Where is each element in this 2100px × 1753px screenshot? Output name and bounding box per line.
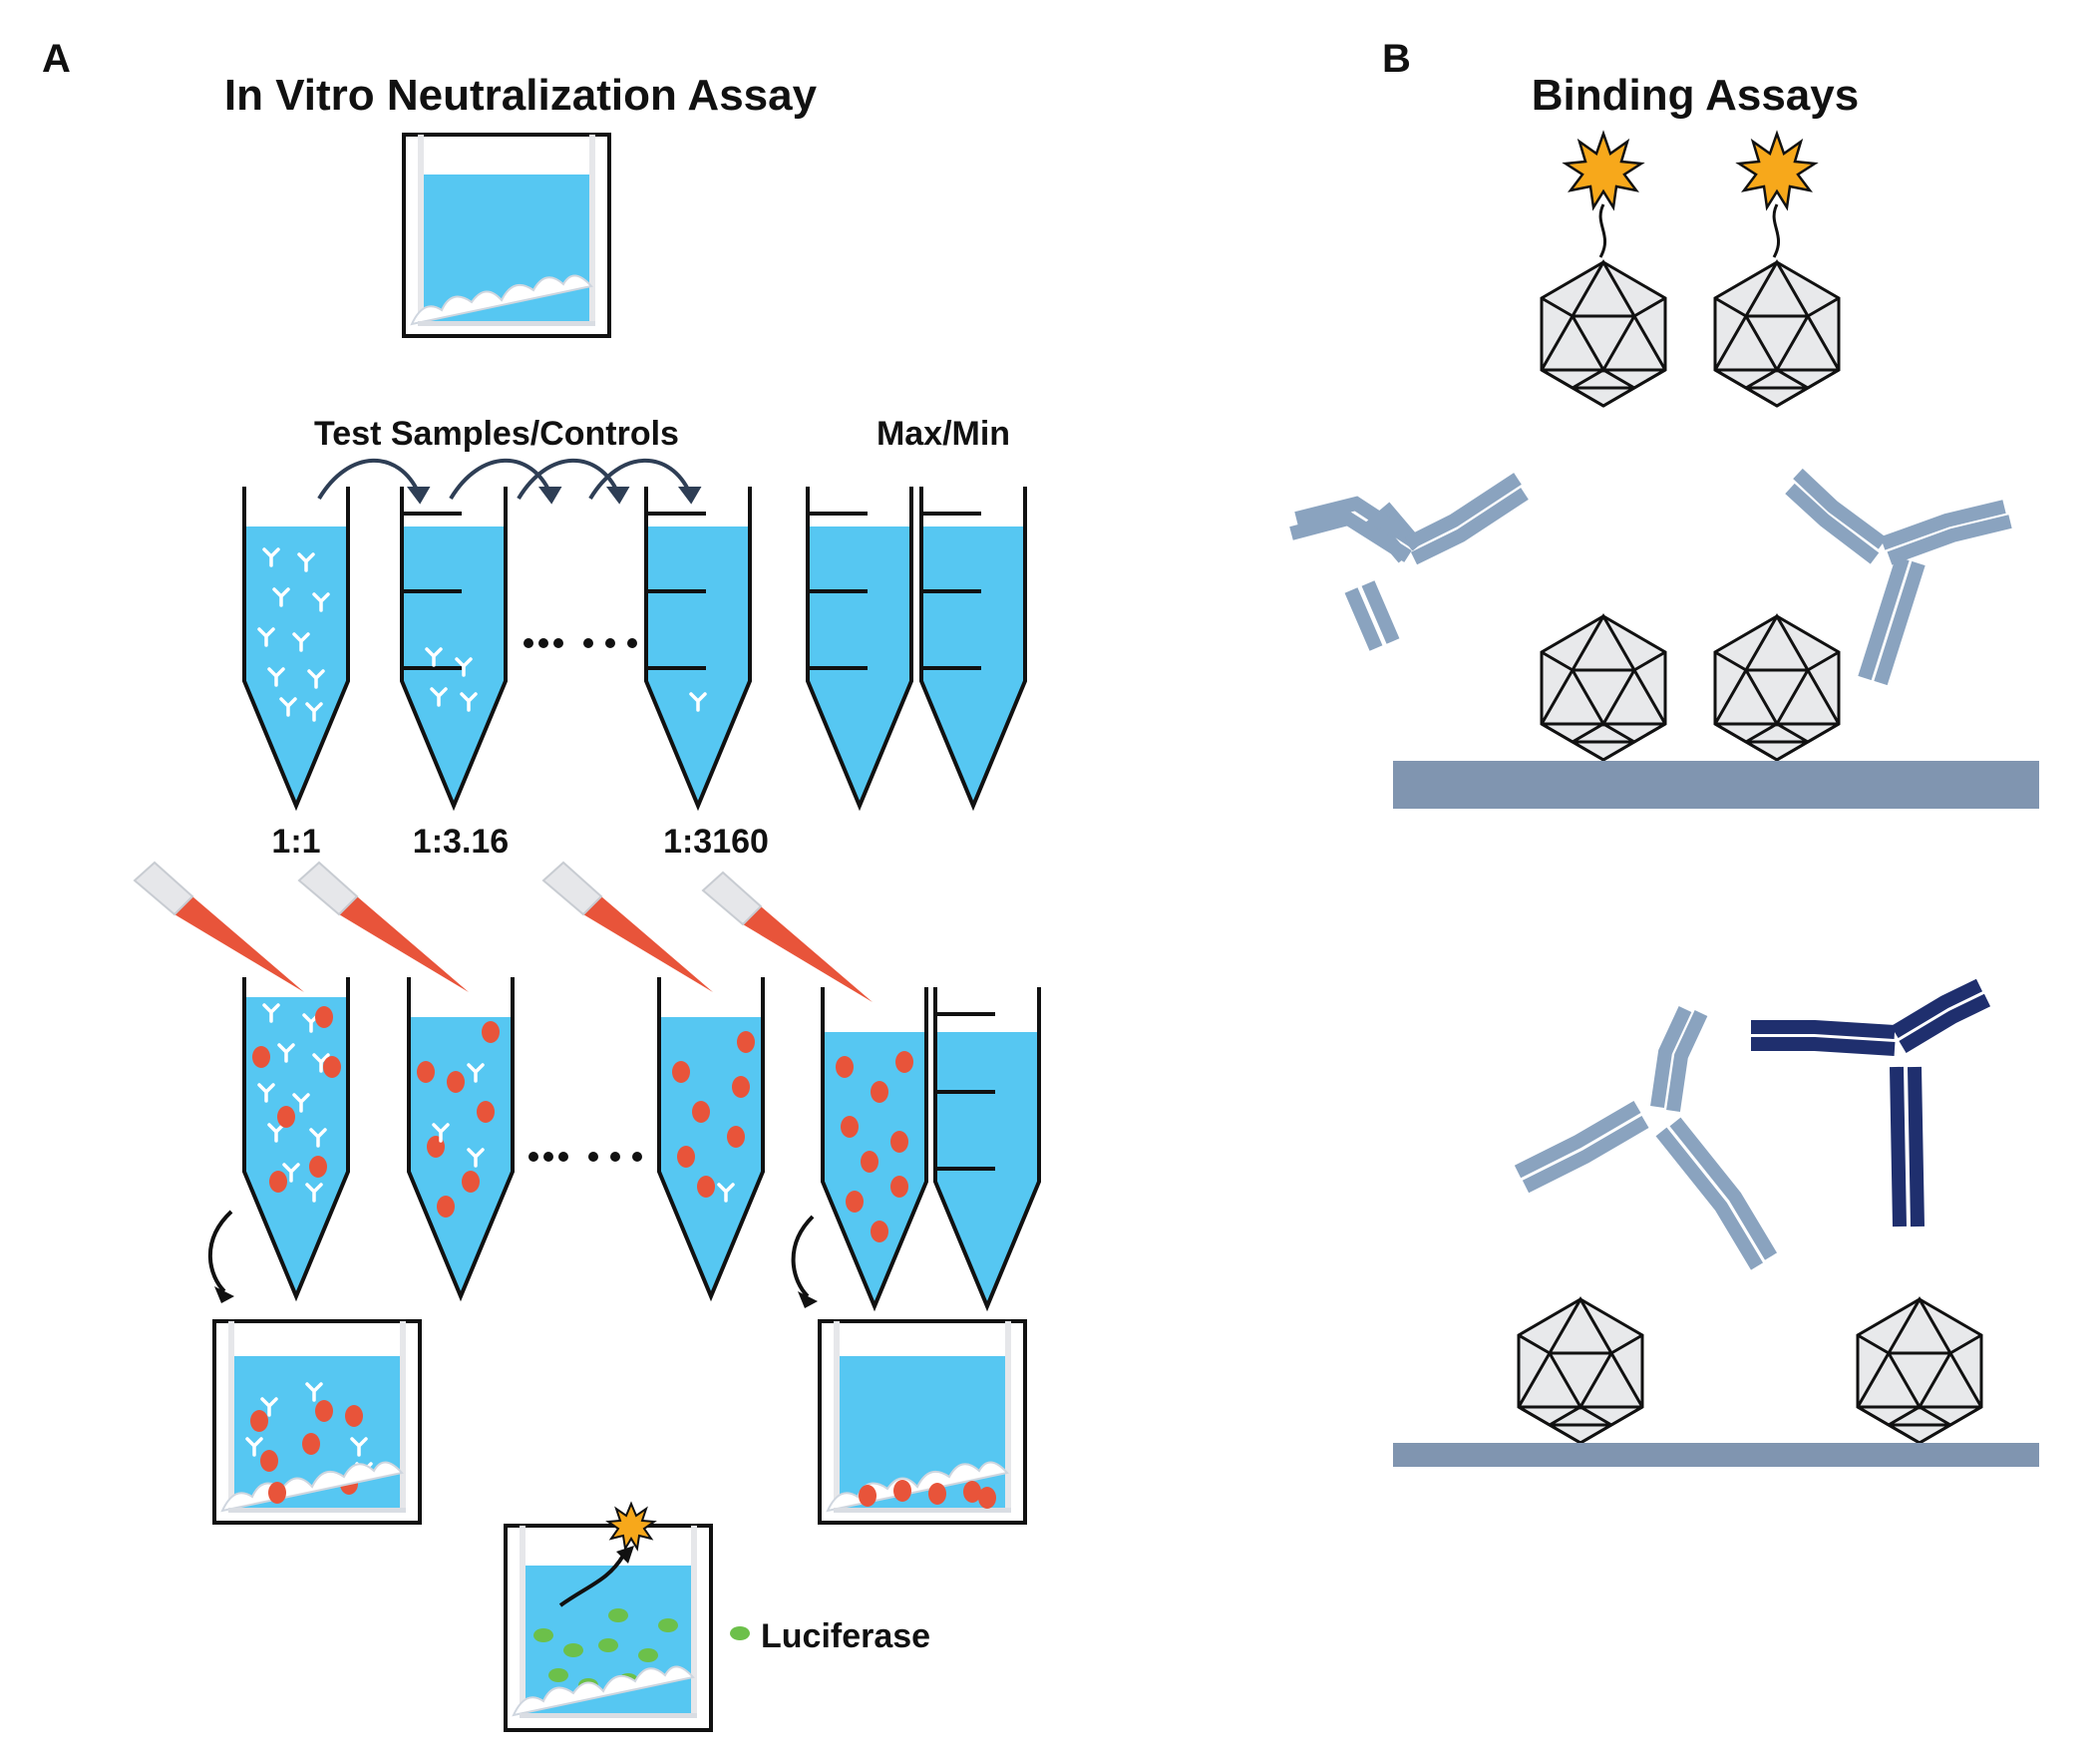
icosahedron-capsid-icon — [1540, 260, 1667, 408]
pipette-tip-icon — [298, 862, 470, 993]
serial-dilution-arrows — [317, 458, 702, 505]
y-antibody-icon — [1289, 473, 1529, 651]
pipette-tip-icon — [542, 862, 714, 993]
dilution-label-3: 1:3160 — [663, 823, 769, 861]
control-tube-min — [919, 485, 1027, 808]
dilution-tube-1-3160 — [644, 485, 752, 808]
infection-tube-1-3160 — [657, 975, 765, 1298]
icosahedron-capsid-icon — [1856, 1297, 1983, 1445]
icosahedron-capsid-icon — [1540, 614, 1667, 762]
panel-b-title: Binding Assays — [1532, 71, 1859, 120]
icosahedron-capsid-icon — [1517, 1297, 1644, 1445]
dilution-tube-1-3.16 — [400, 485, 508, 808]
control-tube-max — [806, 485, 913, 808]
luciferase-legend-label: Luciferase — [761, 1617, 930, 1655]
dilution-label-2: 1:3.16 — [413, 823, 509, 861]
y-antibody-icon — [1785, 468, 2012, 686]
assay-plate-top — [1393, 761, 2039, 809]
panel-b-letter: B — [1382, 37, 1411, 81]
cell-culture-well-neutralized — [212, 1319, 422, 1525]
icosahedron-capsid-icon — [1713, 614, 1841, 762]
transfer-arrow-icon — [207, 1210, 234, 1303]
cell-culture-well-top — [402, 133, 611, 338]
panel-b: B Binding Assays — [1289, 37, 2039, 1467]
labeled-capsid-right — [1713, 132, 1841, 408]
pipette-tip-icon — [702, 872, 874, 1003]
luciferase-swatch — [730, 1626, 750, 1640]
infection-tube-min — [933, 985, 1041, 1308]
starburst-label-icon — [1737, 132, 1817, 209]
dilution-tube-1-1 — [242, 485, 350, 808]
dilution-label-1: 1:1 — [271, 823, 320, 861]
ellipsis-row-2 — [528, 1152, 642, 1162]
icosahedron-capsid-icon — [1713, 260, 1841, 408]
max-min-label: Max/Min — [876, 415, 1010, 453]
samples-controls-label: Test Samples/Controls — [314, 415, 679, 453]
pipette-tip-icon — [134, 862, 305, 993]
transfer-arrow-icon — [791, 1215, 818, 1308]
infection-tube-1-3.16 — [407, 975, 515, 1298]
panel-a-title: In Vitro Neutralization Assay — [224, 71, 818, 120]
infection-tube-1-1 — [242, 975, 350, 1298]
starburst-label-icon — [1564, 132, 1643, 209]
cell-culture-well-infected — [818, 1319, 1027, 1525]
ellipsis-row-1 — [524, 638, 637, 648]
luciferase-legend: Luciferase — [730, 1617, 930, 1655]
labeled-capsid-left — [1540, 132, 1667, 408]
y-antibody-icon — [1751, 978, 1991, 1227]
luciferase-readout-well — [504, 1503, 713, 1732]
assay-plate-bottom — [1393, 1443, 2039, 1467]
infection-tube-max — [821, 985, 928, 1308]
panel-a: A In Vitro Neutralization Assay Test Sam… — [42, 37, 1041, 1732]
panel-a-letter: A — [42, 37, 71, 81]
y-antibody-icon — [1514, 1006, 1778, 1270]
